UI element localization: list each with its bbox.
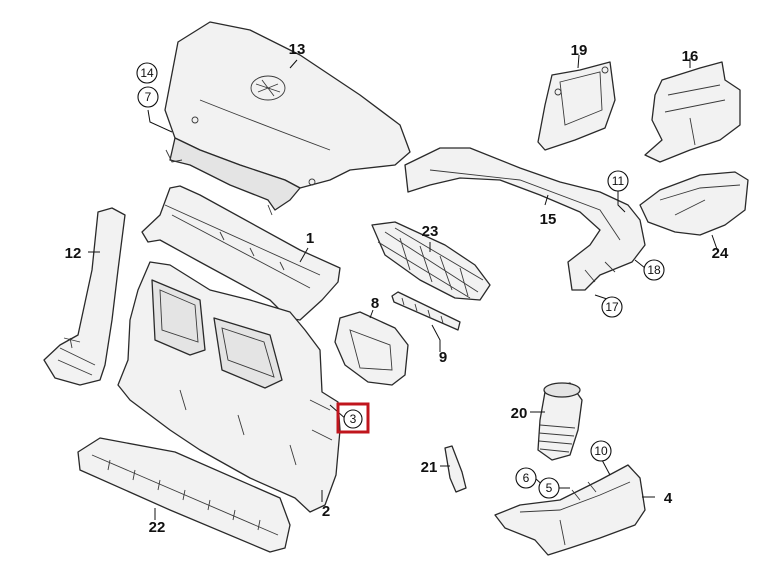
callout-7: 7 [137,86,159,108]
callout-24: 24 [712,245,729,262]
highlight-box [336,402,370,434]
part-20-flexible-hose [537,382,583,461]
callout-12: 12 [65,245,82,262]
part-4-lower-intake [494,464,646,556]
part-22-lower-grille [77,437,291,553]
callout-4: 4 [664,490,673,507]
part-21-clip [444,445,467,493]
part-16-upper-right-duct [644,61,741,163]
svg-text:10: 10 [594,444,608,458]
callout-10: 10 [590,440,612,462]
callout-23: 23 [422,223,439,240]
svg-text:14: 14 [140,66,154,80]
callout-9: 9 [439,349,447,366]
callout-5: 5 [538,477,560,499]
part-8-grille-surround [334,311,409,386]
part-12-left-air-duct [43,207,126,386]
callout-8: 8 [371,295,379,312]
svg-text:17: 17 [605,300,619,314]
part-23-mesh-grille [371,221,491,301]
part-9-trim-strip [391,291,461,331]
callout-19: 19 [571,42,588,59]
part-15-air-guide [404,147,646,291]
callout-17: 17 [601,296,623,318]
svg-text:7: 7 [145,90,152,104]
callout-20: 20 [511,405,528,422]
svg-text:3: 3 [350,412,357,426]
part-13-engine-cover [164,21,411,216]
callout-22: 22 [149,519,166,536]
svg-text:18: 18 [647,263,661,277]
callout-2: 2 [322,503,330,520]
part-24-right-duct [639,171,749,236]
callout-16: 16 [682,48,699,65]
svg-text:6: 6 [523,471,530,485]
callout-3: 3 [343,409,363,429]
callout-11: 11 [607,170,629,192]
callout-1: 1 [306,230,314,247]
callout-18: 18 [643,259,665,281]
svg-text:11: 11 [612,174,625,188]
callout-15: 15 [540,211,557,228]
part-19-bracket [537,61,616,151]
svg-text:5: 5 [546,481,553,495]
callout-21: 21 [421,459,438,476]
callout-6: 6 [515,467,537,489]
callout-14: 14 [136,62,158,84]
callout-13: 13 [289,41,306,58]
part-2-front-panel [117,261,341,513]
